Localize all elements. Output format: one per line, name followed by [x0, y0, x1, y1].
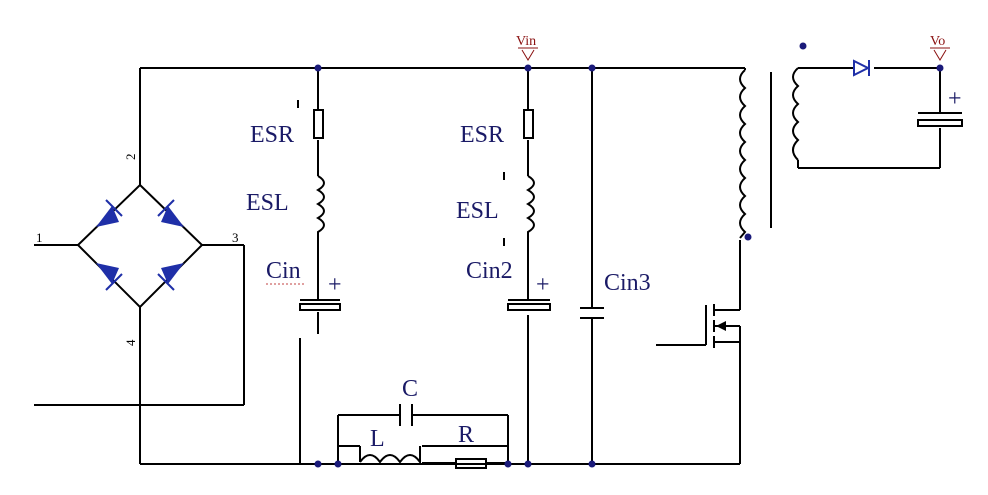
vin-net-label: Vin [516, 34, 538, 61]
esr-label-1: ESR [250, 122, 294, 148]
esr-resistor-1 [297, 100, 324, 139]
bridge-diode-1 [96, 199, 123, 227]
l-label: L [370, 426, 385, 452]
bridge-diode-3 [96, 263, 123, 291]
cin-capacitor [299, 299, 341, 334]
cin2-label: Cin2 [466, 258, 513, 284]
primary-polarity-dot [744, 233, 752, 241]
output-capacitor [917, 112, 963, 127]
pin-3-label: 3 [232, 230, 239, 245]
cin2-polarity-label: + [536, 272, 550, 298]
transformer [739, 42, 807, 241]
pin-2-label: 2 [123, 154, 138, 161]
bridge-diode-4 [157, 263, 184, 291]
output-cap-polarity-label: + [948, 86, 962, 112]
secondary-winding [792, 67, 800, 161]
esr-resistor-2 [503, 109, 534, 246]
cin2-capacitor [507, 299, 551, 311]
pin-4-label: 4 [123, 339, 138, 346]
output-diode [853, 59, 871, 77]
esl-label-1: ESL [246, 190, 289, 216]
pin-1-label: 1 [36, 230, 43, 245]
vo-net-label: Vo [930, 34, 950, 61]
cin-polarity-label: + [328, 272, 342, 298]
bridge-rectifier: 1 2 3 4 [36, 154, 239, 347]
cin-label: Cin [266, 258, 301, 284]
cin3-capacitor [580, 307, 604, 319]
r-label: R [458, 422, 474, 448]
esr-label-2: ESR [460, 122, 504, 148]
svg-text:Vin: Vin [516, 34, 536, 49]
lcr-network [359, 404, 508, 469]
secondary-polarity-dot [799, 42, 807, 50]
bridge-diode-2 [157, 199, 184, 227]
c-label: C [402, 376, 418, 402]
primary-winding [739, 69, 747, 239]
junction-dots [314, 64, 944, 468]
esl-inductor-1 [316, 175, 325, 238]
cin3-label: Cin3 [604, 270, 651, 296]
svg-text:Vo: Vo [930, 34, 945, 49]
mosfet-switch [705, 300, 741, 348]
wires [34, 67, 941, 465]
l-inductor [359, 446, 421, 466]
esl-label-2: ESL [456, 198, 499, 224]
esl-inductor-2 [526, 175, 535, 238]
bridge-outline [76, 183, 204, 309]
